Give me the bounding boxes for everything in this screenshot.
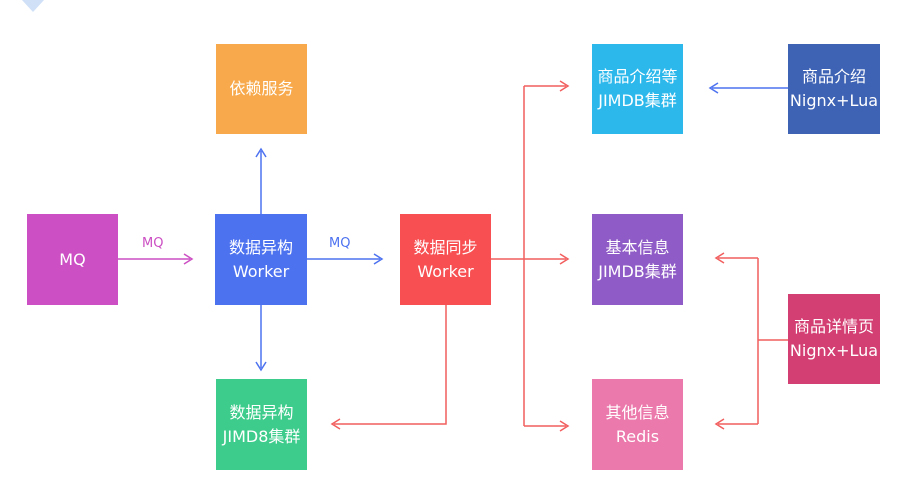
- arrow-detail-ngx-to-basic-and-redis: [714, 252, 788, 430]
- node-sync-worker-line1: 数据同步: [413, 237, 478, 257]
- node-detail-ngx-line1: 商品详情页: [793, 317, 874, 336]
- node-basic-db: 基本信息 JIMDB集群: [592, 214, 683, 305]
- arrow-sync-worker-to-async-db: [330, 305, 447, 430]
- node-intro-ngx: 商品介绍 Nignx+Lua: [788, 44, 880, 134]
- node-async-worker: 数据异构 Worker: [215, 214, 307, 305]
- edge-label-mq-2: MQ: [329, 236, 351, 251]
- node-intro-db-line1: 商品介绍等: [597, 67, 678, 86]
- node-sync-worker-line2: Worker: [417, 261, 474, 281]
- node-detail-ngx-line2: Nignx+Lua: [789, 341, 879, 360]
- node-async-db-line1: 数据异构: [229, 402, 294, 422]
- arrow-async-worker-to-sync-worker: [307, 253, 384, 265]
- node-mq-label: MQ: [59, 249, 86, 269]
- arrow-sync-worker-fanout: [491, 80, 570, 432]
- node-other-redis: 其他信息 Redis: [592, 379, 683, 470]
- arrow-async-worker-to-depend: [255, 147, 267, 214]
- node-basic-db-line2: JIMDB集群: [598, 261, 677, 281]
- node-basic-db-line1: 基本信息: [605, 237, 670, 257]
- node-other-redis-line2: Redis: [615, 426, 660, 446]
- node-intro-ngx-line2: Nignx+Lua: [789, 91, 879, 110]
- node-depend-service: 依赖服务: [216, 44, 307, 134]
- node-detail-ngx: 商品详情页 Nignx+Lua: [788, 294, 880, 384]
- node-mq: MQ: [27, 214, 118, 305]
- node-async-db: 数据异构 JIMD8集群: [216, 379, 307, 470]
- node-async-db-line2: JIMD8集群: [222, 426, 301, 446]
- node-depend-service-label: 依赖服务: [229, 79, 294, 98]
- corner-triangle-decoration: [22, 0, 44, 12]
- node-intro-ngx-line1: 商品介绍: [801, 67, 866, 86]
- arrow-mq-to-async-worker: [118, 253, 194, 265]
- node-async-worker-line2: Worker: [232, 261, 290, 281]
- node-sync-worker: 数据同步 Worker: [400, 214, 491, 305]
- node-other-redis-line1: 其他信息: [605, 402, 670, 422]
- arrow-intro-ngx-to-intro-db: [708, 82, 788, 94]
- arrow-async-worker-to-async-db: [255, 305, 267, 372]
- edge-label-mq-1: MQ: [142, 236, 164, 251]
- node-async-worker-line1: 数据异构: [228, 237, 293, 257]
- node-intro-db-line2: JIMDB集群: [598, 91, 677, 110]
- node-intro-db: 商品介绍等 JIMDB集群: [592, 44, 683, 134]
